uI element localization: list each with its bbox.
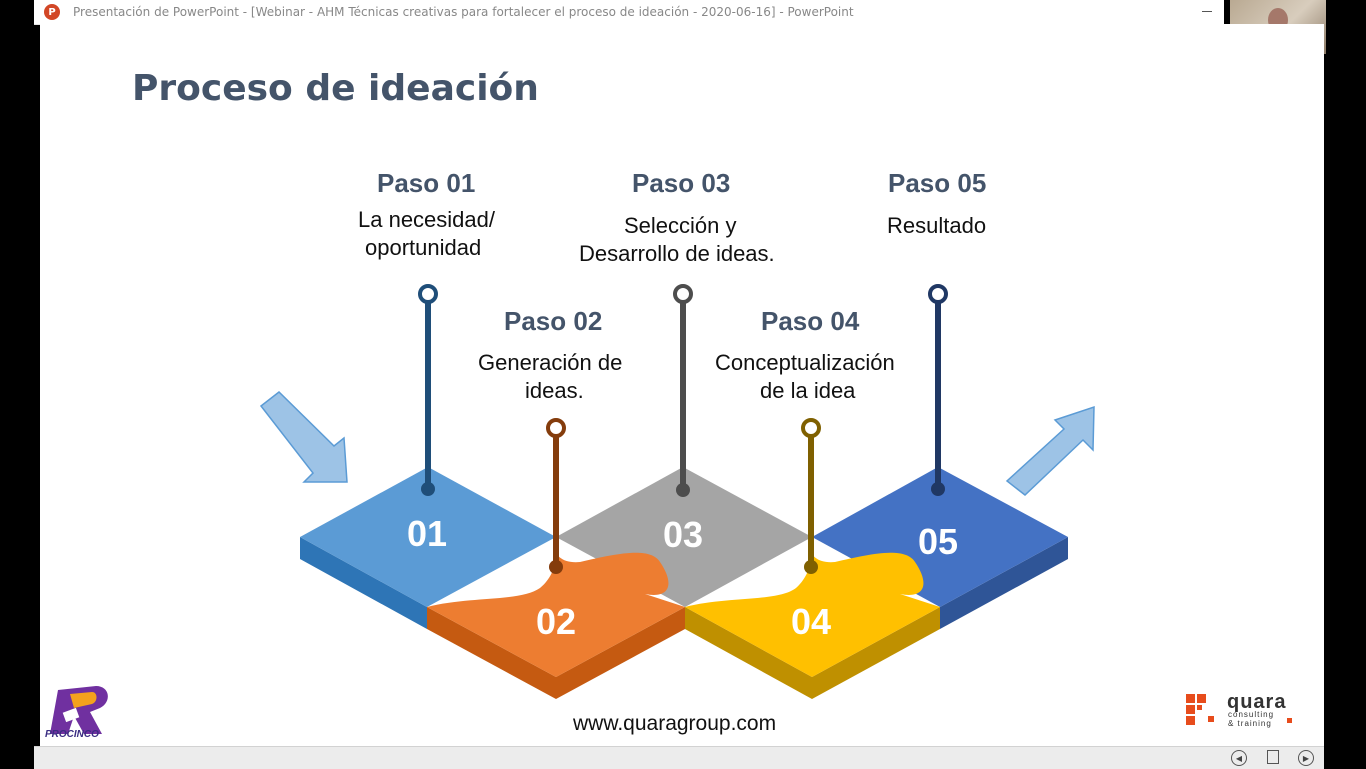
- slideshow-statusbar: ◀ ▶: [34, 746, 1324, 769]
- pin-head-05: [928, 284, 948, 304]
- side-04-left: [685, 607, 812, 699]
- piece-number-03: 03: [663, 514, 703, 555]
- pin-head-01: [418, 284, 438, 304]
- pin-head-03: [673, 284, 693, 304]
- window-titlebar: P Presentación de PowerPoint - [Webinar …: [34, 0, 1224, 25]
- piece-number-04: 04: [791, 601, 831, 642]
- pin-base-05: [931, 482, 945, 496]
- side-05: [940, 537, 1068, 629]
- step-01-heading: Paso 01: [377, 168, 476, 198]
- arrow-in: [259, 391, 348, 483]
- step-01-desc-line2: oportunidad: [365, 235, 482, 260]
- step-04-desc-line1: Conceptualización: [715, 350, 895, 375]
- step-01-desc-line1: La necesidad/: [358, 207, 495, 232]
- quara-tagline: consulting & training: [1228, 710, 1275, 728]
- step-numbers: 01 02 03 04 05: [407, 513, 958, 642]
- puzzle-sides: [300, 537, 1068, 699]
- pin-head-04: [801, 418, 821, 438]
- side-01: [300, 537, 427, 629]
- previous-slide-button[interactable]: ◀: [1231, 750, 1247, 766]
- footer-url: www.quaragroup.com: [573, 712, 777, 735]
- side-04-right: [812, 607, 940, 699]
- side-02-right: [556, 607, 685, 699]
- puzzle-diagram: 01 02 03 04 05: [259, 284, 1095, 699]
- pin-head-02: [546, 418, 566, 438]
- step-04-heading: Paso 04: [761, 306, 860, 336]
- minimize-button[interactable]: [1202, 11, 1212, 12]
- slides-menu-button[interactable]: [1267, 750, 1279, 764]
- next-slide-button[interactable]: ▶: [1298, 750, 1314, 766]
- pin-base-04: [804, 560, 818, 574]
- arrow-out: [1005, 405, 1095, 496]
- quara-logo: [1186, 694, 1292, 725]
- quara-wordmark: quara: [1227, 691, 1287, 713]
- step-03-desc-line2: Desarrollo de ideas.: [579, 241, 775, 266]
- powerpoint-icon: P: [44, 4, 60, 20]
- step-03-desc-line1: Selección y: [624, 213, 737, 238]
- procinco-logo: [50, 686, 108, 734]
- piece-04: [685, 537, 940, 677]
- window-title: Presentación de PowerPoint - [Webinar - …: [73, 5, 854, 19]
- step-05-heading: Paso 05: [888, 168, 987, 198]
- slide-title: Proceso de ideación: [132, 68, 539, 109]
- pin-base-01: [421, 482, 435, 496]
- step-05-desc-line1: Resultado: [887, 213, 987, 238]
- pin-base-02: [549, 560, 563, 574]
- step-02-desc-line1: Generación de: [478, 350, 623, 375]
- piece-number-02: 02: [536, 601, 576, 642]
- step-02-desc-line2: ideas.: [525, 378, 584, 403]
- piece-number-05: 05: [918, 521, 958, 562]
- slide-canvas: Proceso de ideación 01 02 03 04 05 Paso 01 L…: [40, 24, 1324, 746]
- piece-01: [300, 467, 556, 607]
- step-04-desc-line2: de la idea: [760, 378, 856, 403]
- pin-base-03: [676, 483, 690, 497]
- side-02-left: [427, 607, 556, 699]
- step-03-heading: Paso 03: [632, 168, 731, 198]
- piece-02: [427, 537, 685, 677]
- piece-03: [556, 467, 812, 607]
- step-02-heading: Paso 02: [504, 306, 603, 336]
- piece-number-01: 01: [407, 513, 447, 554]
- procinco-wordmark: PROCINCO: [45, 729, 99, 740]
- step-pins: [418, 284, 948, 574]
